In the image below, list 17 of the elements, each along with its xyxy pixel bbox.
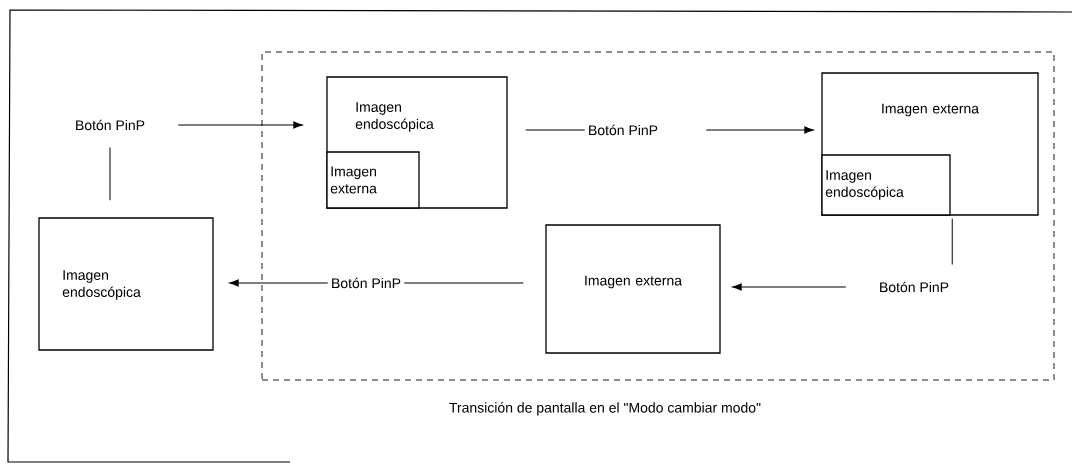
- arrow: [229, 279, 329, 287]
- button-label: Botón PinP: [332, 277, 401, 289]
- connector-line: [525, 129, 586, 131]
- connector-line: [109, 146, 111, 201]
- connector-line: [403, 282, 524, 284]
- button-label: Botón PinP: [880, 281, 949, 293]
- arrow: [705, 126, 814, 134]
- node-label: Transición de pantalla en el "Modo cambiar modo": [449, 402, 761, 416]
- screen-box: Imagen endoscópica: [38, 217, 214, 351]
- button-label: Botón PinP: [589, 124, 658, 136]
- arrow: [732, 283, 847, 291]
- arrow: [177, 121, 303, 129]
- button-label: Botón PinP: [76, 119, 145, 131]
- inset-screen-box: Imagen endoscópica: [821, 154, 951, 216]
- screen-box: Imagen externa: [545, 224, 721, 354]
- connector-line: [951, 218, 953, 266]
- inset-screen-box: Imagen externa: [326, 151, 420, 209]
